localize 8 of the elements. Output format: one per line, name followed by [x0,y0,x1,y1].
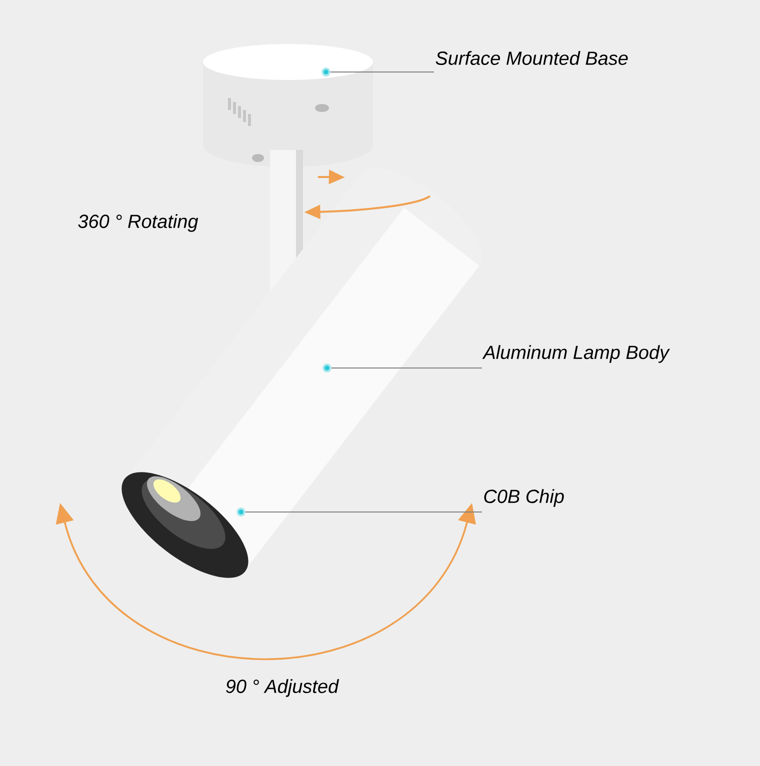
marker-dot [236,508,246,516]
callout-text: Aluminum Lamp Body [482,345,670,363]
rotation-label: 90 ° Adjusted [226,679,340,697]
marker-dot [322,68,330,76]
marker-dot [322,364,332,372]
callout-text: C0B Chip [484,489,564,507]
callout-text: Surface Mounted Base [436,51,628,65]
rotation-label: 360 ° Rotating [78,214,198,232]
